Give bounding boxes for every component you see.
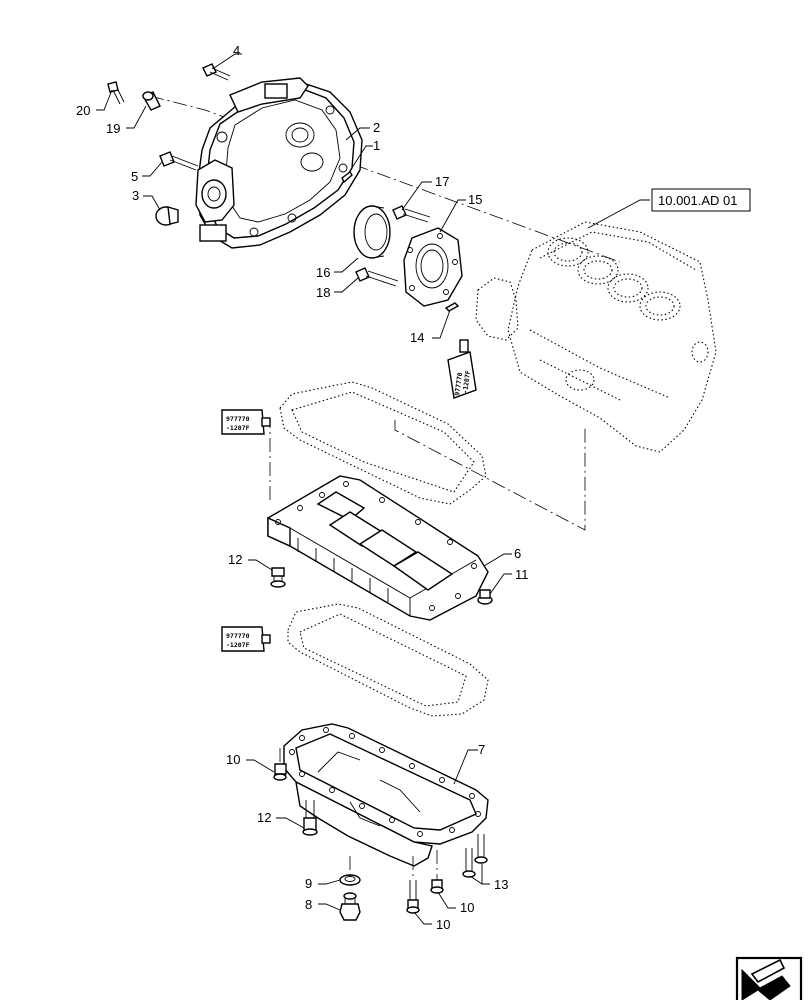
callout-10-b: 10: [460, 900, 474, 915]
callout-20: 20: [76, 103, 90, 118]
washer-9: [339, 874, 361, 886]
pan-bolt-10-a: [273, 763, 287, 781]
callout-12-lower: 12: [257, 810, 271, 825]
plug-3: [155, 206, 179, 226]
callout-15: 15: [468, 192, 482, 207]
callout-2: 2: [373, 120, 380, 135]
callout-10-a: 10: [226, 752, 240, 767]
pan-bolt-13-a: [462, 848, 476, 878]
housing-bolt-4: [202, 63, 231, 81]
tube-1-line2: -1207F: [461, 370, 472, 394]
callout-5: 5: [131, 169, 138, 184]
callouts: 4 20 19 2 1 5 3 17 15 16 18 14 6 12 11 7…: [76, 43, 529, 932]
reference-box[interactable]: 10.001.AD 01: [651, 188, 751, 212]
callout-6: 6: [514, 546, 521, 561]
lower-centerlines: [279, 748, 438, 880]
callout-16: 16: [316, 265, 330, 280]
oil-seal-16: [353, 205, 391, 259]
callout-18: 18: [316, 285, 330, 300]
retainer-bolt-17: [392, 205, 431, 223]
pan-bolt-10-b: [430, 879, 444, 894]
retainer-gasket: [475, 277, 519, 341]
tube-3-line2: -1207F: [226, 641, 250, 649]
pan-bolt-12-lower: [302, 800, 318, 836]
callout-10-c: 10: [436, 917, 450, 932]
callout-9: 9: [305, 876, 312, 891]
retainer-bolt-18: [355, 267, 399, 287]
callout-11: 11: [515, 567, 529, 582]
callout-8: 8: [305, 897, 312, 912]
housing-bolt-20: [107, 81, 125, 105]
housing-bolt-5: [159, 151, 199, 171]
tube-2-line2: -1207F: [226, 424, 250, 432]
flywheel-housing: [195, 77, 363, 249]
sealant-tube-3: 977770 -1207F: [221, 626, 271, 652]
sealant-tube-2: 977770 -1207F: [221, 409, 271, 435]
callout-4: 4: [233, 43, 240, 58]
upper-oil-pan-gasket: [279, 381, 487, 505]
dowel-pin: [341, 170, 353, 184]
tube-1-line1: 977770: [453, 372, 464, 396]
drain-plug-8: [339, 892, 361, 921]
callout-13: 13: [494, 877, 508, 892]
pan-bolt-11: [477, 589, 493, 605]
callout-12-upper: 12: [228, 552, 242, 567]
callout-14: 14: [410, 330, 424, 345]
seal-retainer-15: [403, 227, 463, 307]
centerlines: [149, 95, 621, 531]
pan-bolt-10-c: [406, 880, 420, 914]
callout-7: 7: [478, 742, 485, 757]
upper-gasket-inner: [291, 391, 475, 493]
callout-1: 1: [373, 138, 380, 153]
pin-14: [444, 302, 460, 312]
tube-3-line1: 977770: [226, 632, 250, 640]
lower-oil-pan-gasket: [287, 603, 489, 717]
pan-bolt-12-upper: [270, 567, 286, 588]
callout-19: 19: [106, 121, 120, 136]
upper-oil-pan: [267, 475, 489, 621]
pan-bolt-13-b: [474, 834, 488, 864]
plug-19: [141, 91, 161, 111]
next-page-arrow-icon[interactable]: [735, 956, 803, 1000]
callout-17: 17: [435, 174, 449, 189]
oil-pan: [283, 723, 489, 867]
sealant-tube-1: 977770 -1207F: [447, 339, 477, 399]
engine-block: [507, 221, 717, 453]
leader-lines: [96, 53, 650, 925]
reference-label: 10.001.AD 01: [658, 193, 738, 208]
lower-gasket-inner: [299, 613, 467, 707]
tube-2-line1: 977770: [226, 415, 250, 423]
callout-3: 3: [132, 188, 139, 203]
